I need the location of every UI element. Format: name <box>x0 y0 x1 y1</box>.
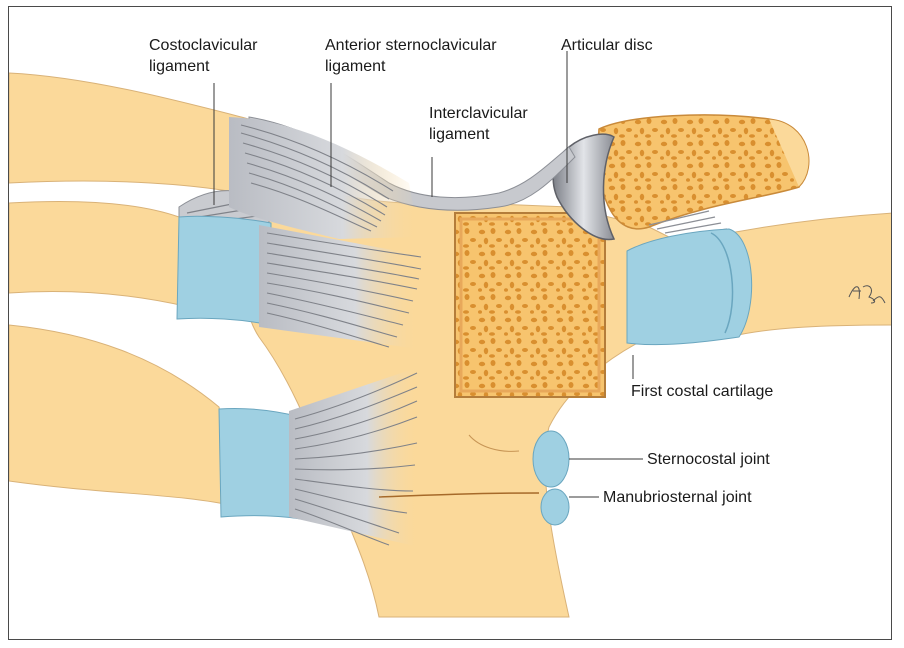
label-line: Interclavicular <box>429 103 528 124</box>
anterior-sternoclavicular-ligament-label: Anterior sternoclavicular ligament <box>325 35 497 77</box>
left-second-costal-cartilage <box>219 408 301 519</box>
first-costal-cartilage-label: First costal cartilage <box>631 381 773 402</box>
label-line: ligament <box>325 56 497 77</box>
manubriosternal-joint-cartilage <box>541 489 569 525</box>
label-line: Sternocostal joint <box>647 449 770 470</box>
sternoclavicular-joint-illustration <box>9 7 892 640</box>
interclavicular-ligament-label: Interclavicular ligament <box>429 103 528 145</box>
costoclavicular-ligament-label: Costoclavicular ligament <box>149 35 257 77</box>
left-first-costal-cartilage <box>177 216 271 325</box>
sternocostal-joint <box>533 431 569 487</box>
right-clavicle <box>598 115 800 229</box>
label-line: Anterior sternoclavicular <box>325 35 497 56</box>
sternocostal-joint-label: Sternocostal joint <box>647 449 770 470</box>
label-line: Costoclavicular <box>149 35 257 56</box>
label-line: First costal cartilage <box>631 381 773 402</box>
manubriosternal-joint-label: Manubriosternal joint <box>603 487 752 508</box>
label-line: Articular disc <box>561 35 653 56</box>
label-line: ligament <box>429 124 528 145</box>
label-line: ligament <box>149 56 257 77</box>
left-first-rib <box>9 202 189 307</box>
left-second-rib <box>9 325 239 507</box>
figure-frame: Costoclavicular ligament Anterior sterno… <box>8 6 892 640</box>
manubrium-cut-section <box>455 213 605 397</box>
label-line: Manubriosternal joint <box>603 487 752 508</box>
articular-disc-label: Articular disc <box>561 35 653 56</box>
